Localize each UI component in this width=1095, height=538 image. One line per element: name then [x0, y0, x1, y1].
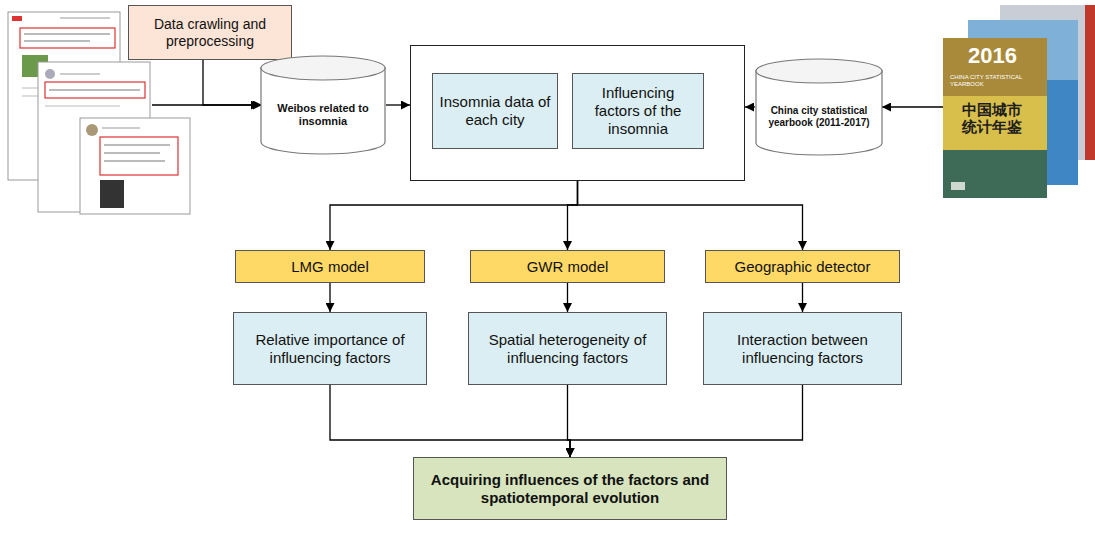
box-text: Data crawling and preprocessing: [137, 16, 283, 50]
box-text: Geographic detector: [735, 258, 871, 276]
text-holder: Spatial heterogeneity of influencing fac…: [475, 331, 660, 367]
box-text: LMG model: [291, 258, 369, 276]
flow-arrow: [570, 385, 803, 457]
box-text: Spatial heterogeneity of influencing fac…: [475, 331, 660, 367]
text-holder: Weibos related to insomnia: [266, 102, 380, 128]
cover-text: CHINA CITY STATISTICAL YEARBOOK: [950, 74, 1042, 87]
text-holder: Acquiring influences of the factors and …: [422, 471, 718, 507]
model-box: GWR model: [470, 250, 665, 283]
database-cylinder: China city statistical yearbook (2011-20…: [755, 58, 883, 156]
result-box: Relative importance of influencing facto…: [233, 312, 427, 385]
text-holder: LMG model: [291, 258, 369, 276]
text-holder: GWR model: [527, 258, 609, 276]
text-holder: Geographic detector: [735, 258, 871, 276]
cylinder-top: [261, 56, 385, 80]
box-text: Insomnia data of each city: [439, 93, 551, 129]
flow-arrow: [745, 106, 755, 107]
text-holder: Influencing factors of the insomnia: [579, 84, 697, 138]
data-box: Insomnia data of each city: [432, 73, 558, 149]
flow-arrow: [330, 385, 570, 457]
cylinder-top: [756, 59, 882, 83]
model-box: LMG model: [235, 250, 425, 283]
flow-arrow: [568, 181, 578, 250]
box-text: Weibos related to insomnia: [266, 102, 380, 128]
process-box: Data crawling and preprocessing: [128, 5, 292, 60]
flow-arrow: [578, 181, 803, 250]
database-cylinder: Weibos related to insomnia: [260, 55, 386, 155]
box-text: Acquiring influences of the factors and …: [422, 471, 718, 507]
box-text: Interaction between influencing factors: [710, 331, 895, 367]
result-box: Interaction between influencing factors: [703, 312, 902, 385]
flow-arrow: [802, 283, 803, 312]
box-text: China city statistical yearbook (2011-20…: [761, 105, 877, 129]
result-box: Spatial heterogeneity of influencing fac…: [468, 312, 667, 385]
text-holder: Interaction between influencing factors: [710, 331, 895, 367]
cover-text: 2016: [968, 44, 1017, 68]
outcome-box: Acquiring influences of the factors and …: [413, 457, 727, 520]
flow-arrow: [329, 283, 330, 312]
group-box: Insomnia data of each city Influencing fa…: [410, 45, 745, 181]
flow-arrow: [330, 181, 578, 250]
cover-text: 中国城市统计年鉴: [962, 102, 1026, 135]
flow-arrow: [203, 60, 260, 105]
text-holder: China city statistical yearbook (2011-20…: [761, 105, 877, 129]
box-text: Influencing factors of the insomnia: [579, 84, 697, 138]
text-holder: Relative importance of influencing facto…: [240, 331, 420, 367]
model-box: Geographic detector: [705, 250, 900, 283]
box-text: GWR model: [527, 258, 609, 276]
data-box: Influencing factors of the insomnia: [572, 73, 704, 149]
box-text: Relative importance of influencing facto…: [240, 331, 420, 367]
text-holder: Data crawling and preprocessing: [137, 16, 283, 50]
text-holder: Insomnia data of each city: [439, 93, 551, 129]
yearbook-covers: [882, 5, 1095, 198]
flow-arrow: [386, 104, 410, 105]
flow-arrow: [567, 283, 568, 312]
